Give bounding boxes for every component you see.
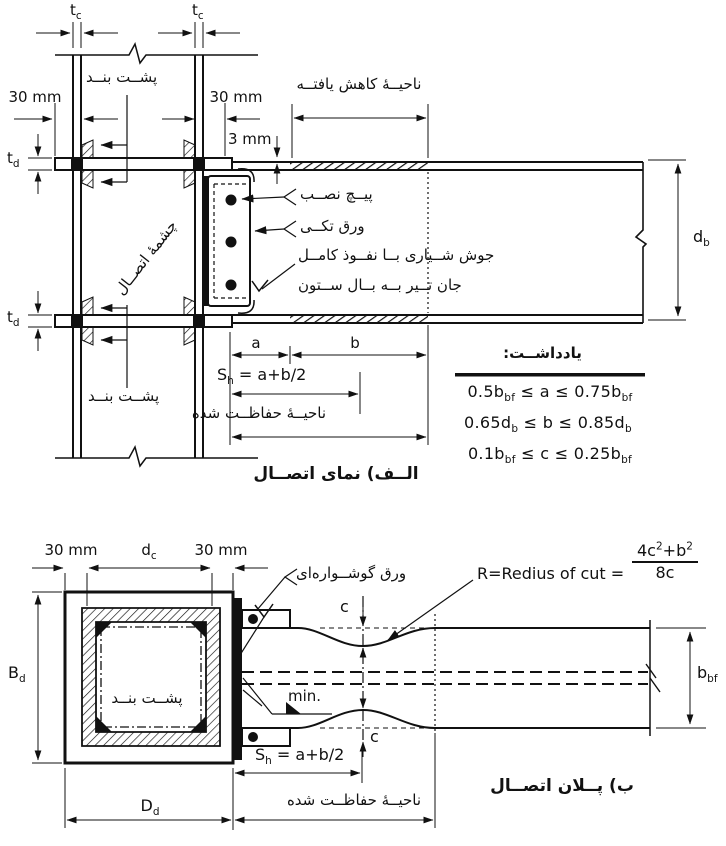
column-break-top (55, 41, 258, 65)
column-break-bottom (55, 444, 258, 468)
dim-sh-plan: Sh = a+b/2 (255, 745, 345, 768)
bolt (225, 279, 237, 291)
elevation-column (55, 41, 258, 468)
leader-chevron (282, 220, 297, 238)
elevation-caption: الــف) نمای اتصــال (253, 464, 419, 484)
callout-backing-bar-bottom: پشــت بنــد (88, 387, 160, 405)
note-eq-b: 0.65db ≤ b ≤ 0.85db (464, 413, 632, 436)
dim-3mm: 3 mm (228, 130, 272, 148)
weld-access-hole-top (237, 168, 255, 183)
label-radius-of-cut: R=Redius of cut = (477, 564, 625, 583)
backing-bar-dashdot (100, 626, 202, 728)
callout-weld-note-line2: جان تــیر بــه بــال ســتون (298, 276, 462, 294)
callout-backing-bar-plan: پشــت بنــد (111, 689, 183, 707)
callout-single-plate: ورق تکــی (300, 217, 365, 235)
dim-Dd: Dd (140, 796, 160, 819)
label-protected-zone-plan: ناحیــۀ حفاظــت شده (286, 791, 422, 809)
corner-weld (96, 716, 112, 732)
weld-tick (251, 279, 269, 293)
elevation-leaders (100, 95, 297, 388)
leader-chevron (282, 188, 297, 206)
shear-tab (204, 168, 255, 314)
weld-access-hole-bottom (237, 299, 255, 314)
elevation-dimensions (14, 22, 686, 445)
note-eq-c: 0.1bbf ≤ c ≤ 0.25bbf (467, 444, 633, 467)
callout-erection-bolt: پیــچ نصــب (300, 185, 373, 203)
callout-ear-plate: ورق گوشــواره‌ای (296, 564, 407, 582)
corner-weld (190, 716, 206, 732)
plan-beam (242, 596, 661, 828)
dim-Bd: Bd (8, 663, 26, 686)
rbs-cut-bottom-edge (290, 708, 650, 729)
plan-dimensions (32, 564, 706, 830)
label-reduced-zone: ناحیــۀ کاهش یافتــه (296, 75, 422, 93)
radius-fraction: 4c2+b2 8c (632, 541, 698, 582)
label-min-weld: min. (288, 687, 322, 705)
corner-weld (96, 622, 112, 638)
dim-dc: dc (141, 541, 157, 562)
rbs-weld-hatch-top (290, 162, 428, 170)
dim-30mm-top-right: 30 mm (209, 88, 263, 106)
plan-caption: ب) پــلان اتصــال (490, 776, 634, 796)
bolt (248, 732, 258, 742)
dim-c-top: c (340, 597, 349, 616)
bolt (225, 194, 237, 206)
dim-b: b (350, 334, 360, 352)
dim-td-bottom: td (7, 308, 20, 329)
dim-30mm-top-left: 30 mm (8, 88, 62, 106)
elevation-diaphragm-plates (54, 157, 233, 328)
corner-weld (190, 622, 206, 638)
radius-numerator: 4c2+b2 (632, 541, 698, 563)
dim-db: db (693, 227, 710, 250)
dim-sh-formula: Sh = a+b/2 (217, 365, 307, 388)
bolt (225, 236, 237, 248)
dim-30mm-plan-right: 30 mm (194, 541, 248, 559)
bolt (248, 614, 258, 624)
radius-denominator: 8c (655, 563, 675, 582)
dim-bbf: bbf (697, 663, 718, 686)
rbs-weld-hatch-bottom (290, 315, 428, 323)
dim-tc-left: tc (70, 1, 82, 22)
dim-td-top: td (7, 149, 20, 170)
callout-backing-bar-top: پشــت بنــد (86, 68, 158, 86)
fillet-weld-symbol (286, 702, 301, 714)
dim-30mm-plan-left: 30 mm (44, 541, 98, 559)
note-underline (455, 373, 645, 377)
dim-tc-right: tc (192, 1, 204, 22)
rbs-cut-top-edge (290, 627, 650, 648)
label-protected-zone: ناحیــۀ حفاظــت شده (191, 404, 326, 422)
column-face-weld-strip (233, 598, 242, 760)
dim-c-bottom: c (370, 727, 379, 746)
dim-a: a (251, 334, 261, 352)
plan-column (63, 590, 291, 765)
elevation-beam (232, 161, 648, 324)
note-title: یادداشــت: (503, 344, 582, 362)
plan-leaders (239, 568, 474, 715)
callout-weld-note-line1: جوش شــیاری بــا نفــوذ کامــل (298, 246, 495, 264)
beam-break-line (634, 162, 648, 323)
note-eq-a: 0.5bbf ≤ a ≤ 0.75bbf (467, 382, 633, 405)
backing-bar-wedges (81, 139, 196, 346)
